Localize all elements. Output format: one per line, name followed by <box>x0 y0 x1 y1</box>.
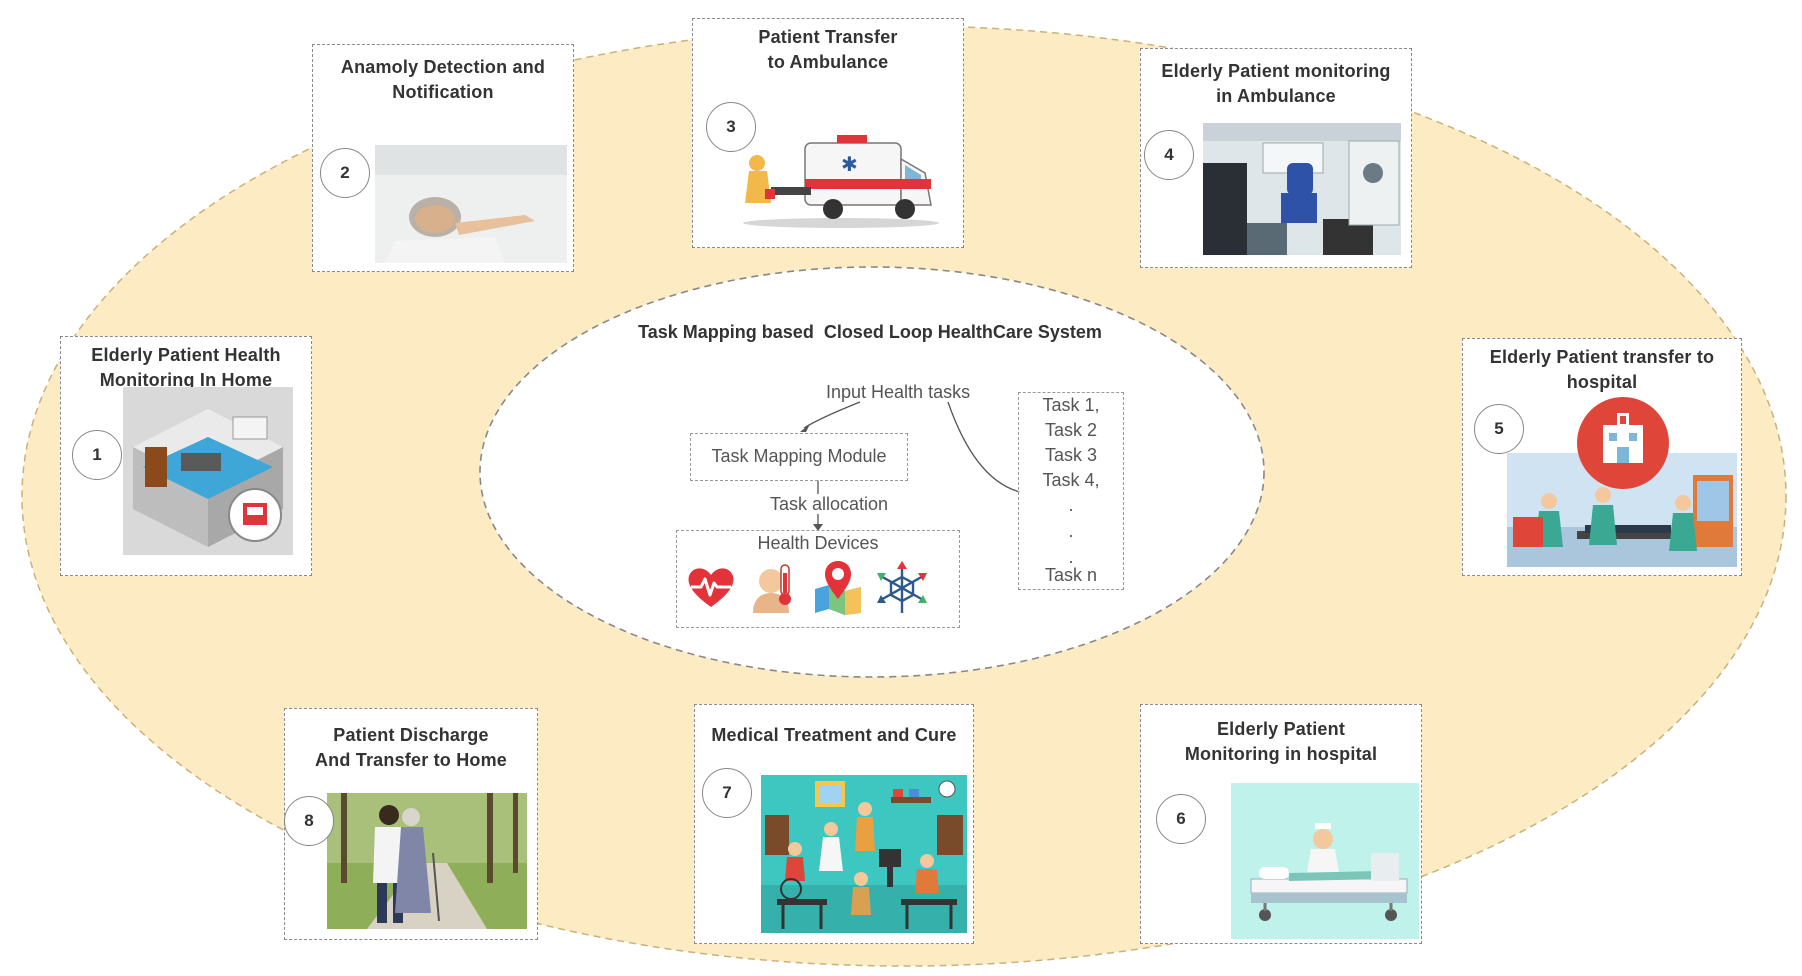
walking-couple-icon <box>327 793 527 929</box>
task-item: Task n <box>1044 565 1098 585</box>
ambulance-interior-icon <box>1203 123 1401 255</box>
location-map-icon <box>815 561 861 615</box>
network-sensor-icon <box>877 561 927 613</box>
ambulance-icon: ✱ <box>743 135 939 228</box>
task-item: . <box>1068 547 1074 567</box>
stage-4-title: Elderly Patient monitoring in Ambulance <box>1161 61 1391 106</box>
stage-3-number: 3 <box>706 102 756 152</box>
stage-5-box: Elderly Patient transfer to hospital <box>1462 338 1742 576</box>
task-item: . <box>1068 495 1074 515</box>
task-item: Task 3 <box>1044 445 1098 465</box>
stage-6-number: 6 <box>1156 794 1206 844</box>
task-item: . <box>1068 521 1074 541</box>
task-allocation-label: Task allocation <box>770 494 889 514</box>
stage-3-title: Patient Transfer to Ambulance <box>758 27 898 72</box>
input-arrowhead <box>800 424 810 432</box>
stage-5-number: 5 <box>1474 404 1524 454</box>
input-to-module-arrow <box>803 401 861 429</box>
stage-7-title: Medical Treatment and Cure <box>711 725 957 745</box>
hospital-bed-icon <box>1231 783 1419 939</box>
stage-6-title: Elderly Patient Monitoring in hospital <box>1184 719 1378 764</box>
thermometer-icon <box>753 564 791 613</box>
svg-text:✱: ✱ <box>841 152 858 176</box>
fallen-patient-icon <box>375 145 567 263</box>
stage-7-number: 7 <box>702 768 752 818</box>
health-devices-box: Health Devices <box>676 530 960 628</box>
stage-4-number: 4 <box>1144 130 1194 180</box>
hospital-transfer-icon <box>1507 397 1737 567</box>
task-mapping-module-label: Task Mapping Module <box>711 446 887 466</box>
stage-8-title: Patient Discharge And Transfer to Home <box>314 725 508 770</box>
input-health-tasks-label: Input Health tasks <box>826 382 971 402</box>
stage-8-number: 8 <box>284 796 334 846</box>
stage-5-title: Elderly Patient transfer to hospital <box>1489 347 1715 392</box>
task-item: Task 4, <box>1042 470 1100 490</box>
stage-6-box: Elderly Patient Monitoring in hospital <box>1140 704 1422 944</box>
task-item: Task 2 <box>1044 420 1098 440</box>
task-mapping-module-box: Task Mapping Module <box>690 433 908 481</box>
stage-2-title: Anamoly Detection and Notification <box>340 57 546 102</box>
heart-rate-icon <box>688 568 734 607</box>
devices-arrowhead <box>813 524 823 531</box>
health-devices-label: Health Devices <box>757 533 879 553</box>
input-to-tasks-curve <box>947 401 1021 493</box>
stage-2-number: 2 <box>320 148 370 198</box>
smart-home-room-icon <box>123 387 293 555</box>
task-item: Task 1, <box>1042 395 1100 415</box>
stage-1-title: Elderly Patient Health Monitoring In Hom… <box>91 345 281 390</box>
care-room-icon <box>761 775 967 933</box>
stage-7-box: Medical Treatment and Cure <box>694 704 974 944</box>
system-title: Task Mapping based Closed Loop HealthCar… <box>638 322 1102 342</box>
task-list-box: Task 1, Task 2 Task 3 Task 4, . . . Task… <box>1018 392 1124 590</box>
stage-1-number: 1 <box>72 430 122 480</box>
